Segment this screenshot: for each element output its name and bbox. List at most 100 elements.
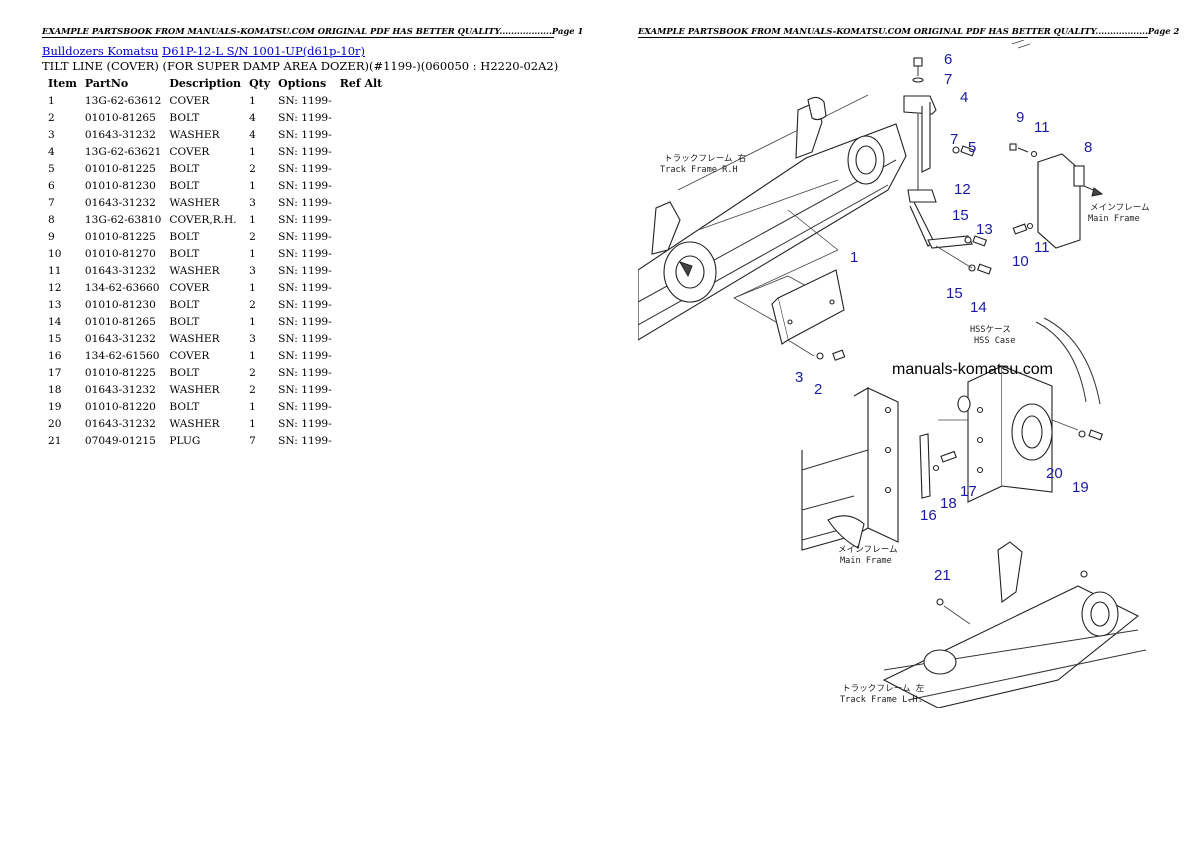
cell-ref-alt [336, 364, 387, 381]
main-frame-drawing [801, 387, 957, 551]
callout-13[interactable]: 13 [976, 221, 993, 238]
callout-14[interactable]: 14 [970, 299, 987, 316]
cell-description: COVER [169, 94, 210, 107]
cell-qty: 4 [249, 128, 256, 141]
cell-item: 3 [48, 128, 55, 141]
cell-qty: 1 [249, 247, 256, 260]
cell-description: PLUG [169, 434, 201, 447]
callout-21[interactable]: 21 [934, 567, 951, 584]
callout-19[interactable]: 19 [1072, 479, 1089, 496]
cell-qty: 1 [249, 349, 256, 362]
cell-partno: 01643-31232 [84, 383, 156, 396]
callout-10[interactable]: 10 [1012, 253, 1029, 270]
cell-options: SN: 1199- [278, 94, 332, 107]
diagram-svg: トラックフレーム 右 Track Frame R.H [638, 40, 1150, 708]
callout-9[interactable]: 9 [1016, 109, 1024, 126]
cell-qty: 1 [249, 94, 256, 107]
cell-partno: 07049-01215 [84, 434, 156, 447]
label-hss-case: HSS Case [974, 336, 1015, 346]
cell-options: SN: 1199- [278, 332, 332, 345]
cell-options: SN: 1199- [278, 349, 332, 362]
cell-description: BOLT [169, 400, 200, 413]
cell-options: SN: 1199- [278, 230, 332, 243]
cell-partno: 13G-62-63612 [84, 94, 162, 107]
callout-20[interactable]: 20 [1046, 465, 1063, 482]
cell-ref-alt [336, 92, 387, 109]
cell-ref-alt [336, 228, 387, 245]
cell-options: SN: 1199- [278, 298, 332, 311]
callout-7a[interactable]: 7 [944, 71, 952, 88]
callout-16[interactable]: 16 [920, 507, 937, 524]
cell-item: 13 [48, 298, 62, 311]
breadcrumb: Bulldozers Komatsu D61P-12-L S/N 1001-UP… [42, 44, 602, 58]
cell-partno: 01010-81265 [84, 111, 156, 124]
cell-qty: 1 [249, 400, 256, 413]
cell-description: BOLT [169, 366, 200, 379]
cell-qty: 2 [249, 230, 256, 243]
cell-partno: 01010-81220 [84, 400, 156, 413]
cell-partno: 01643-31232 [84, 332, 156, 345]
cell-options: SN: 1199- [278, 383, 332, 396]
callout-5[interactable]: 5 [968, 139, 976, 156]
cell-qty: 1 [249, 417, 256, 430]
cell-partno: 01010-81230 [84, 179, 156, 192]
callout-7b[interactable]: 7 [950, 131, 958, 148]
cell-options: SN: 1199- [278, 111, 332, 124]
callout-12[interactable]: 12 [954, 181, 971, 198]
cell-partno: 01010-81225 [84, 230, 156, 243]
cell-item: 9 [48, 230, 55, 243]
cell-qty: 2 [249, 162, 256, 175]
label-track-frame-lh-jp: トラックフレーム 左 [842, 682, 925, 694]
cell-item: 16 [48, 349, 62, 362]
hss-case-drawing [938, 317, 1104, 503]
callout-3[interactable]: 3 [795, 369, 803, 386]
cell-ref-alt [336, 415, 387, 432]
cell-options: SN: 1199- [278, 213, 332, 226]
breadcrumb-link-model[interactable]: D61P-12-L S/N 1001-UP(d61p-10r) [161, 44, 366, 58]
cell-partno: 01010-81265 [84, 315, 156, 328]
callout-17[interactable]: 17 [960, 483, 977, 500]
callout-15b[interactable]: 15 [946, 285, 963, 302]
callout-1[interactable]: 1 [850, 249, 858, 266]
callout-11b[interactable]: 11 [1034, 239, 1050, 256]
parts-list-panel: Bulldozers Komatsu D61P-12-L S/N 1001-UP… [42, 44, 602, 449]
cell-description: COVER,R.H. [169, 213, 237, 226]
callout-15a[interactable]: 15 [952, 207, 969, 224]
cell-item: 20 [48, 417, 62, 430]
cell-options: SN: 1199- [278, 434, 332, 447]
callout-11a[interactable]: 11 [1034, 119, 1050, 136]
label-track-frame-rh-jp: トラックフレーム 右 [664, 152, 747, 164]
cell-ref-alt [336, 126, 387, 143]
cell-item: 21 [48, 434, 62, 447]
cell-options: SN: 1199- [278, 145, 332, 158]
label-track-frame-rh: Track Frame R.H [660, 165, 738, 175]
cell-qty: 3 [249, 196, 256, 209]
parts-table: Item PartNo Description Qty Options Ref … [42, 75, 386, 449]
callout-4[interactable]: 4 [960, 89, 968, 106]
page1-header: EXAMPLE PARTSBOOK FROM MANUALS-KOMATSU.C… [42, 26, 584, 38]
cell-partno: 01010-81225 [84, 366, 156, 379]
callout-18[interactable]: 18 [940, 495, 957, 512]
cell-item: 7 [48, 196, 55, 209]
label-main-frame-upper: Main Frame [1088, 214, 1140, 224]
label-hss-case-jp: HSSケース [970, 324, 1011, 335]
breadcrumb-link-category[interactable]: Bulldozers Komatsu [42, 44, 159, 58]
callout-2[interactable]: 2 [814, 381, 822, 398]
callout-6[interactable]: 6 [944, 51, 952, 68]
column-header-qty: Qty [249, 77, 271, 90]
cell-ref-alt [336, 381, 387, 398]
cell-options: SN: 1199- [278, 128, 332, 141]
callout-8[interactable]: 8 [1084, 139, 1092, 156]
column-header-item: Item [48, 77, 77, 90]
table-header-row: Item PartNo Description Qty Options Ref … [42, 75, 386, 92]
cell-ref-alt [336, 262, 387, 279]
